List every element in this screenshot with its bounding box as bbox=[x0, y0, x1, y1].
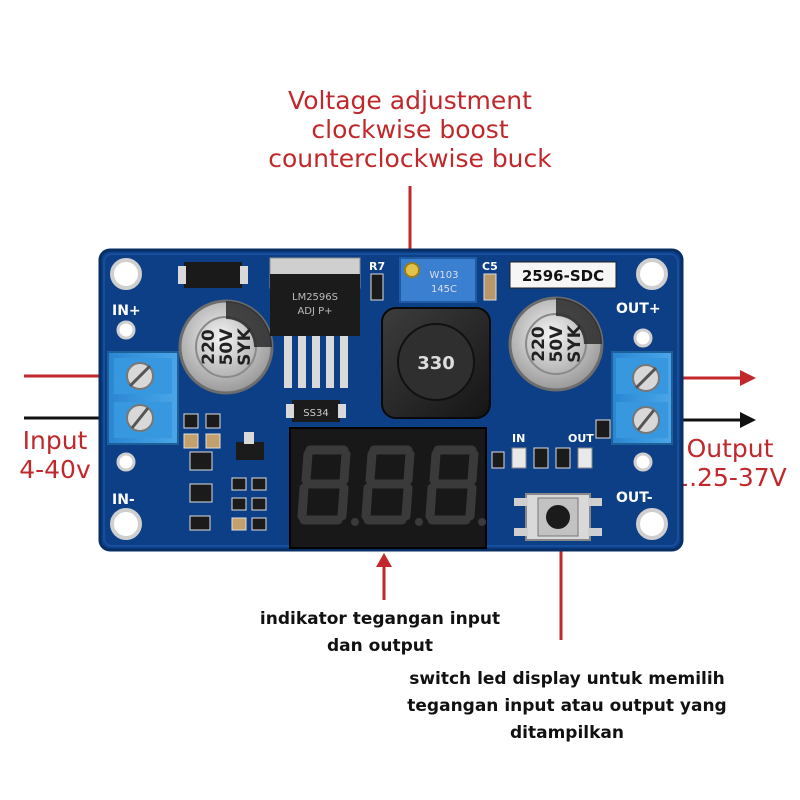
annotation-line: 4-40v bbox=[19, 455, 91, 484]
decimal-point bbox=[478, 518, 486, 526]
input-terminal-block bbox=[107, 351, 179, 445]
annotation-line: dan output bbox=[327, 636, 433, 656]
switch-annotation: switch led display untuk memilih teganga… bbox=[392, 666, 742, 747]
cap-text: SYK bbox=[565, 324, 585, 363]
input-annotation: Input 4-40v bbox=[14, 426, 96, 484]
mounting-hole bbox=[636, 508, 668, 540]
pad-hole bbox=[116, 452, 136, 472]
output-minus-arrowhead bbox=[740, 412, 756, 428]
cap-text: 220 bbox=[529, 326, 549, 362]
smd-pad bbox=[178, 266, 186, 284]
output-terminal-block bbox=[611, 351, 673, 445]
annotation-line: switch led display untuk memilih bbox=[409, 669, 725, 689]
voltage-adjust-annotation: Voltage adjustment clockwise boost count… bbox=[240, 86, 580, 173]
label-c5: C5 bbox=[482, 260, 498, 273]
pad-hole bbox=[633, 328, 653, 348]
ic-text: LM2596S bbox=[292, 292, 338, 303]
decimal-point bbox=[351, 518, 359, 526]
inductor-label: 330 bbox=[417, 353, 455, 374]
model-label: 2596-SDC bbox=[522, 267, 604, 285]
diode-text: SS34 bbox=[303, 408, 328, 419]
annotation-line: indikator tegangan input bbox=[259, 609, 501, 629]
mounting-hole bbox=[636, 258, 668, 290]
output-plus-arrowhead bbox=[740, 370, 756, 386]
annotation-line: ditampilkan bbox=[509, 723, 624, 743]
annotation-line: 1.25-37V bbox=[673, 463, 787, 492]
pot-text: 145C bbox=[431, 284, 457, 295]
label-out-plus: OUT+ bbox=[616, 301, 661, 317]
label-led-in: IN bbox=[512, 432, 525, 445]
display-annotation: indikator tegangan input dan output bbox=[230, 606, 530, 660]
smd-components-left bbox=[183, 413, 267, 531]
annotation-line: Input bbox=[22, 426, 88, 455]
cap-text: 50V bbox=[217, 328, 237, 366]
tactile-switch bbox=[514, 493, 602, 541]
label-out-minus: OUT- bbox=[616, 490, 653, 506]
decimal-point bbox=[415, 518, 423, 526]
mounting-hole bbox=[110, 508, 142, 540]
potentiometer: W103 145C bbox=[399, 257, 477, 303]
model-label-box bbox=[509, 261, 617, 289]
led-indicators bbox=[491, 419, 611, 469]
label-in-plus: IN+ bbox=[112, 303, 141, 319]
pot-text: W103 bbox=[430, 270, 459, 281]
resistor-r7 bbox=[370, 273, 384, 301]
label-in-minus: IN- bbox=[112, 492, 135, 508]
cap-text: 50V bbox=[547, 325, 567, 363]
left-capacitor: 220 50V SYK bbox=[178, 299, 274, 395]
cap-text: 220 bbox=[199, 329, 219, 365]
display-arrowhead bbox=[376, 553, 392, 567]
cap-text: SYK bbox=[235, 327, 255, 366]
capacitor-c5 bbox=[483, 273, 497, 301]
diode-ss34: SS34 bbox=[286, 400, 346, 422]
pad-hole bbox=[633, 452, 653, 472]
annotation-line: counterclockwise buck bbox=[268, 144, 552, 173]
mounting-holes bbox=[110, 258, 668, 540]
mounting-hole bbox=[110, 258, 142, 290]
output-annotation: Output 1.25-37V bbox=[668, 434, 792, 492]
annotation-line: Output bbox=[686, 434, 774, 463]
ic-text: ADJ P+ bbox=[297, 306, 332, 317]
inductor: 330 bbox=[381, 307, 491, 419]
right-capacitor: 220 50V SYK bbox=[508, 296, 604, 392]
smd-pad bbox=[240, 266, 248, 284]
annotation-line: Voltage adjustment bbox=[288, 86, 532, 115]
annotation-line: tegangan input atau output yang bbox=[407, 696, 727, 716]
regulator-ic: LM2596S ADJ P+ bbox=[269, 257, 361, 388]
seven-segment-display bbox=[289, 427, 487, 549]
pad-hole bbox=[116, 320, 136, 340]
smd-chip bbox=[184, 262, 242, 288]
label-r7: R7 bbox=[369, 260, 385, 273]
annotation-line: clockwise boost bbox=[311, 115, 509, 144]
label-led-out: OUT bbox=[568, 432, 594, 445]
